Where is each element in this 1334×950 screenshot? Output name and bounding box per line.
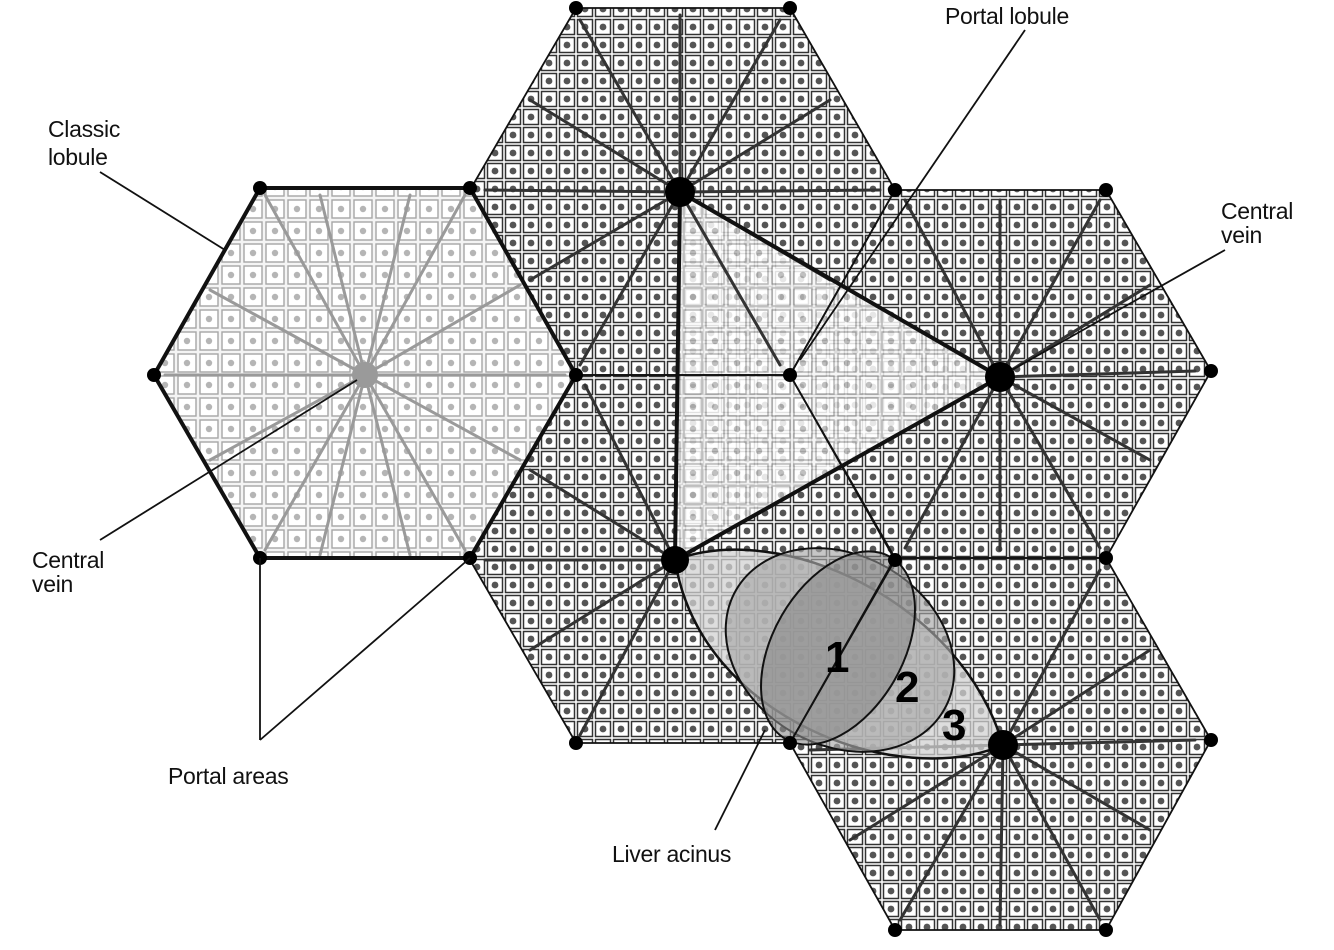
zone-number-1: 1 [825, 633, 849, 682]
label-central-vein-left-line2: vein [32, 571, 73, 597]
portal-area-dot [1099, 183, 1113, 197]
portal-area-dot [1204, 733, 1218, 747]
label-central-vein-right-line2: vein [1221, 222, 1262, 248]
portal-area-dot [569, 368, 583, 382]
portal-area-dot [783, 1, 797, 15]
portal-area-dot [253, 181, 267, 195]
portal-area-dot [569, 736, 583, 750]
label-classic-lobule-line2: lobule [48, 144, 108, 170]
portal-area-dot [888, 183, 902, 197]
portal-area-dot [1204, 364, 1218, 378]
zone-number-3: 3 [942, 701, 966, 750]
leader-liver-acinus [715, 730, 765, 830]
label-central-vein-right-line1: Central [1221, 198, 1293, 224]
central-vein-middle [661, 546, 689, 574]
central-vein-right [985, 362, 1015, 392]
central-vein-top [665, 177, 695, 207]
portal-area-dot [783, 368, 797, 382]
portal-area-dot [1099, 923, 1113, 937]
portal-area-dot [147, 368, 161, 382]
portal-area-dot [888, 923, 902, 937]
label-liver-acinus: Liver acinus [612, 841, 731, 867]
central-vein-classic [352, 362, 378, 388]
central-vein-bottom [988, 730, 1018, 760]
portal-area-dot [569, 1, 583, 15]
portal-area-dot [888, 553, 902, 567]
portal-area-dot [1099, 551, 1113, 565]
label-classic-lobule-line1: Classic [48, 116, 120, 142]
label-portal-areas: Portal areas [168, 763, 288, 789]
label-central-vein-left-line1: Central [32, 547, 104, 573]
label-portal-lobule: Portal lobule [945, 3, 1069, 29]
portal-area-dot [783, 736, 797, 750]
leader-classic-lobule [100, 172, 225, 250]
leader-portal-areas-b [260, 558, 470, 740]
portal-area-dot [463, 181, 477, 195]
zone-number-2: 2 [895, 663, 919, 712]
